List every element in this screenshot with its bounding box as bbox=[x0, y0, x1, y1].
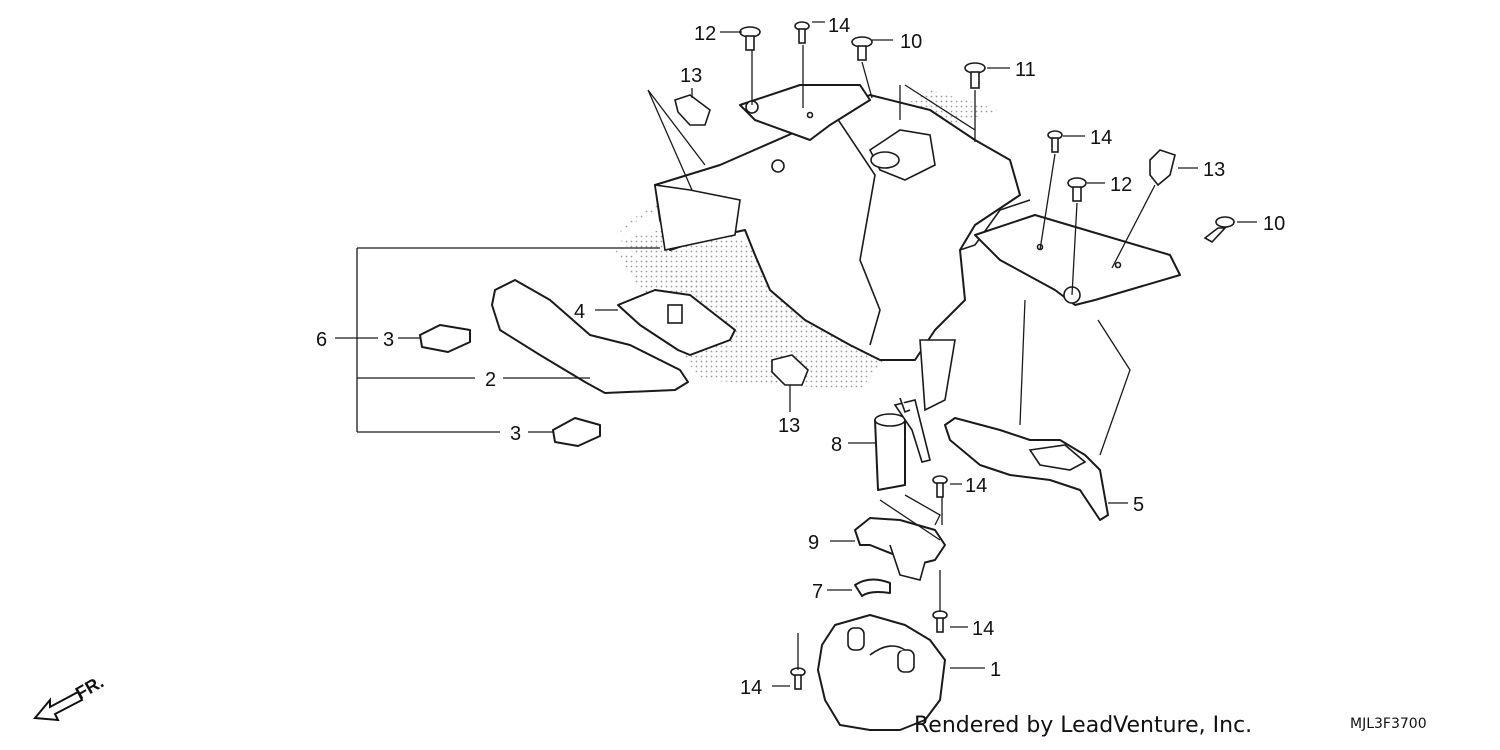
callout-7: 7 bbox=[812, 581, 823, 603]
callout-5: 5 bbox=[1133, 494, 1144, 516]
callout-3-upper: 3 bbox=[383, 329, 394, 351]
screw-14-mid bbox=[932, 475, 948, 498]
pad-part-2 bbox=[491, 279, 689, 394]
screw-10-top bbox=[851, 36, 873, 61]
screw-11 bbox=[964, 62, 986, 89]
screw-10-right bbox=[1203, 216, 1235, 244]
right-bracket-part bbox=[974, 214, 1181, 306]
fasteners bbox=[674, 21, 1235, 690]
screw-14-right bbox=[1047, 130, 1063, 153]
clip-13-center bbox=[771, 354, 809, 386]
callouts: 12 14 10 11 13 14 13 12 10 6 3 4 2 3 13 … bbox=[316, 15, 1285, 699]
diagram-code: MJL3F3700 bbox=[1350, 716, 1427, 732]
screw-14-bottom bbox=[790, 667, 806, 690]
cover-part-5 bbox=[944, 417, 1109, 521]
ignition-switch-part-8 bbox=[874, 397, 931, 491]
callout-2: 2 bbox=[485, 369, 496, 391]
callout-4: 4 bbox=[574, 301, 585, 323]
callout-14-top: 14 bbox=[828, 15, 850, 37]
callout-1: 1 bbox=[990, 659, 1001, 681]
inner-cover-part bbox=[654, 94, 1031, 412]
housing-part-1 bbox=[817, 614, 946, 731]
callout-10-right: 10 bbox=[1263, 213, 1285, 235]
clip-13-left bbox=[674, 94, 711, 126]
pad-part-3-upper bbox=[419, 324, 471, 353]
clip-13-right bbox=[1149, 149, 1176, 187]
callout-13-center: 13 bbox=[778, 415, 800, 437]
screw-14-top bbox=[794, 21, 810, 44]
callout-12-right: 12 bbox=[1110, 174, 1132, 196]
callout-14-low: 14 bbox=[972, 618, 994, 640]
callout-13-right: 13 bbox=[1203, 159, 1225, 181]
callout-14-mid: 14 bbox=[965, 475, 987, 497]
pad-part-3-lower bbox=[552, 417, 601, 447]
screw-12-top bbox=[739, 26, 761, 51]
bracket-part-9 bbox=[854, 517, 946, 581]
tray-part-4 bbox=[617, 289, 736, 356]
callout-10-top: 10 bbox=[900, 31, 922, 53]
callout-11: 11 bbox=[1015, 59, 1036, 81]
callout-14-right: 14 bbox=[1090, 127, 1112, 149]
leader-lines bbox=[335, 21, 1257, 687]
callout-3-lower: 3 bbox=[510, 423, 521, 445]
callout-13-left: 13 bbox=[680, 65, 702, 87]
callout-8: 8 bbox=[831, 434, 842, 456]
clip-part-7 bbox=[854, 578, 891, 597]
rendered-by-credit: Rendered by LeadVenture, Inc. bbox=[914, 713, 1252, 738]
callout-12-top: 12 bbox=[694, 23, 716, 45]
callout-14-bottom: 14 bbox=[740, 677, 762, 699]
screw-12-right bbox=[1067, 177, 1087, 202]
screw-14-low bbox=[932, 610, 948, 633]
callout-9: 9 bbox=[808, 532, 819, 554]
front-direction-arrow: FR. bbox=[33, 672, 107, 722]
upper-bracket-part bbox=[739, 84, 871, 141]
callout-6: 6 bbox=[316, 329, 327, 351]
